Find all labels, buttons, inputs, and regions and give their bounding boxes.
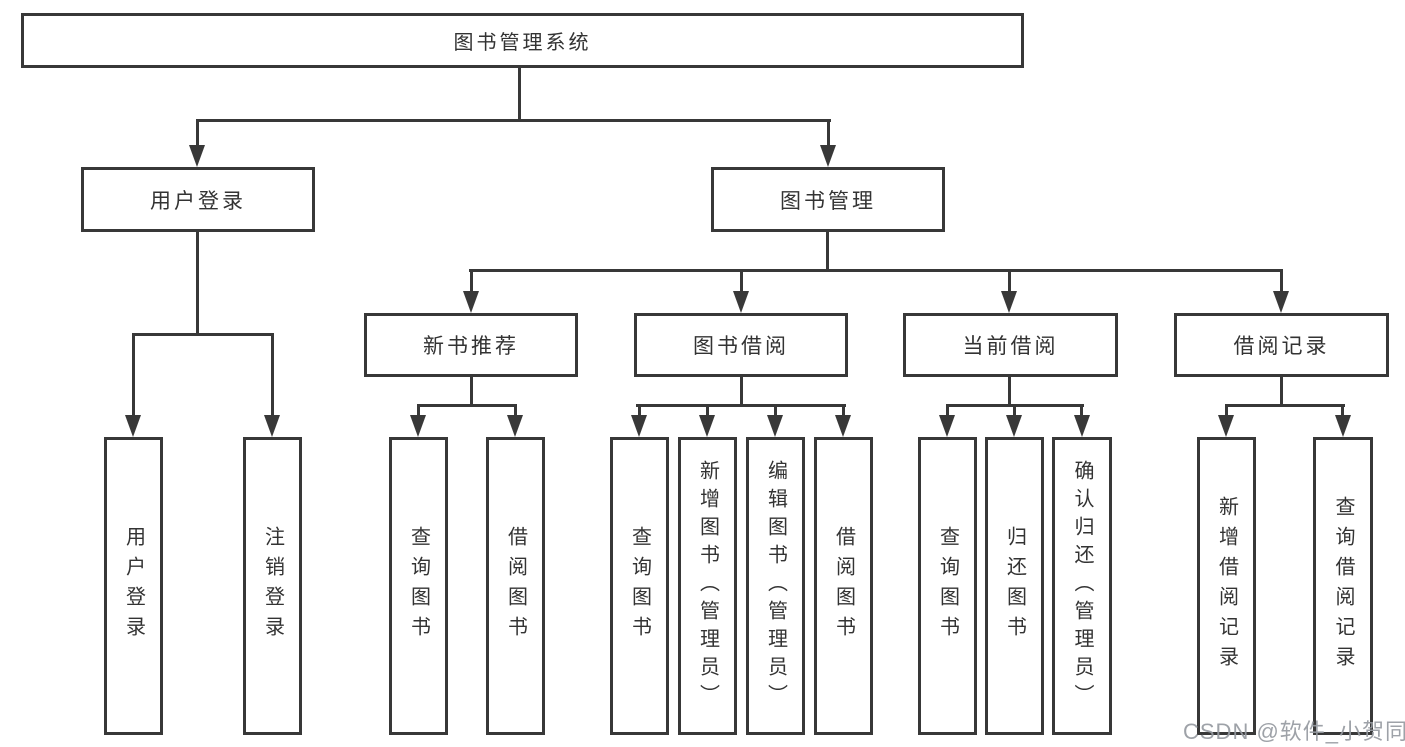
leaf-add-books-admin-label: 新增图书（管理员） (696, 460, 719, 712)
node-new-book-recommend: 新书推荐 (364, 313, 578, 377)
node-borrow-records-label: 借阅记录 (1233, 335, 1330, 358)
leaf-query-books-current: 查询图书 (918, 437, 977, 735)
connector-book-mgmt-stem (827, 122, 830, 149)
leaf-borrow-books: 借阅图书 (814, 437, 873, 735)
arrowhead-down-icon (1335, 415, 1351, 437)
node-current-borrow-label: 当前借阅 (962, 335, 1059, 358)
arrowhead-down-icon (1273, 291, 1289, 313)
arrowhead-down-icon (507, 415, 523, 437)
connector-level2-crossbar (196, 119, 831, 122)
leaf-query-books-recommend: 查询图书 (389, 437, 448, 735)
leaf-confirm-return-admin: 确认归还（管理员） (1052, 437, 1112, 735)
connector-leaf-stem (638, 407, 641, 417)
connector-group-crossbar (417, 404, 517, 407)
arrowhead-down-icon (835, 415, 851, 437)
node-book-management-label: 图书管理 (780, 189, 876, 213)
leaf-borrow-books-label: 借阅图书 (832, 526, 855, 646)
leaf-add-borrow-record: 新增借阅记录 (1197, 437, 1256, 735)
connector-leaf-stem (514, 407, 517, 417)
connector-leaf-stem (132, 336, 135, 417)
leaf-query-books-borrow: 查询图书 (610, 437, 669, 735)
connector-group-down (1280, 374, 1283, 406)
leaf-add-books-admin: 新增图书（管理员） (678, 437, 737, 735)
arrowhead-down-icon (1006, 415, 1022, 437)
arrowhead-down-icon (463, 291, 479, 313)
connector-group-down (1008, 374, 1011, 406)
connector-group-crossbar (946, 404, 1084, 407)
connector-leaf-stem (1013, 407, 1016, 417)
node-root: 图书管理系统 (21, 13, 1024, 68)
connector-level3-stem (470, 272, 473, 294)
node-user-login-label: 用户登录 (150, 189, 246, 213)
arrowhead-down-icon (733, 291, 749, 313)
leaf-query-borrow-record: 查询借阅记录 (1313, 437, 1373, 735)
node-borrow-records: 借阅记录 (1174, 313, 1389, 377)
leaf-query-books-recommend-label: 查询图书 (407, 526, 430, 646)
connector-level3-stem (1008, 272, 1011, 294)
connector-level3-stem (740, 272, 743, 294)
arrowhead-down-icon (189, 145, 205, 167)
leaf-add-borrow-record-label: 新增借阅记录 (1215, 496, 1238, 676)
leaf-query-books-borrow-label: 查询图书 (628, 526, 651, 646)
arrowhead-down-icon (939, 415, 955, 437)
connector-book-mgmt-down (826, 230, 829, 272)
arrowhead-down-icon (820, 145, 836, 167)
arrowhead-down-icon (631, 415, 647, 437)
leaf-confirm-return-admin-label: 确认归还（管理员） (1071, 460, 1093, 712)
connector-leaf-stem (1341, 407, 1344, 417)
node-book-borrow-label: 图书借阅 (693, 335, 789, 358)
connector-leaf-stem (1225, 407, 1228, 417)
connector-leaf-stem (271, 336, 274, 417)
node-user-login: 用户登录 (81, 167, 315, 232)
arrowhead-down-icon (264, 415, 280, 437)
arrowhead-down-icon (410, 415, 426, 437)
connector-leaf-stem (842, 407, 845, 417)
connector-group-crossbar (1225, 404, 1345, 407)
leaf-query-books-current-label: 查询图书 (936, 526, 959, 646)
connector-group-down (740, 374, 743, 406)
connector-user-login-stem (196, 122, 199, 149)
node-book-borrow: 图书借阅 (634, 313, 848, 377)
node-book-management: 图书管理 (711, 167, 945, 232)
leaf-user-login: 用户登录 (104, 437, 163, 735)
leaf-logout-label: 注销登录 (261, 526, 284, 646)
node-root-label: 图书管理系统 (453, 32, 592, 54)
connector-user-login-down (196, 230, 199, 336)
connector-leaf-stem (774, 407, 777, 417)
leaf-borrow-books-recommend: 借阅图书 (486, 437, 545, 735)
leaf-edit-books-admin-label: 编辑图书（管理员） (764, 460, 787, 712)
leaf-query-borrow-record-label: 查询借阅记录 (1332, 496, 1354, 676)
connector-root-stem (518, 66, 521, 121)
arrowhead-down-icon (699, 415, 715, 437)
leaf-logout: 注销登录 (243, 437, 302, 735)
leaf-borrow-books-recommend-label: 借阅图书 (504, 526, 527, 646)
connector-user-login-crossbar (132, 333, 274, 336)
node-new-book-recommend-label: 新书推荐 (423, 335, 519, 358)
arrowhead-down-icon (1218, 415, 1234, 437)
connector-group-crossbar (636, 404, 846, 407)
leaf-edit-books-admin: 编辑图书（管理员） (746, 437, 805, 735)
arrowhead-down-icon (1001, 291, 1017, 313)
arrowhead-down-icon (125, 415, 141, 437)
leaf-return-books-label: 归还图书 (1003, 526, 1026, 646)
watermark: CSDN @软件_小贺同学 (1183, 719, 1405, 744)
connector-leaf-stem (706, 407, 709, 417)
leaf-user-login-label: 用户登录 (122, 526, 145, 646)
connector-level3-crossbar (469, 269, 1283, 272)
arrowhead-down-icon (767, 415, 783, 437)
connector-level3-stem (1280, 272, 1283, 294)
connector-leaf-stem (946, 407, 949, 417)
connector-leaf-stem (1080, 407, 1083, 417)
node-current-borrow: 当前借阅 (903, 313, 1118, 377)
arrowhead-down-icon (1074, 415, 1090, 437)
connector-group-down (470, 374, 473, 406)
leaf-return-books: 归还图书 (985, 437, 1044, 735)
connector-leaf-stem (417, 407, 420, 417)
